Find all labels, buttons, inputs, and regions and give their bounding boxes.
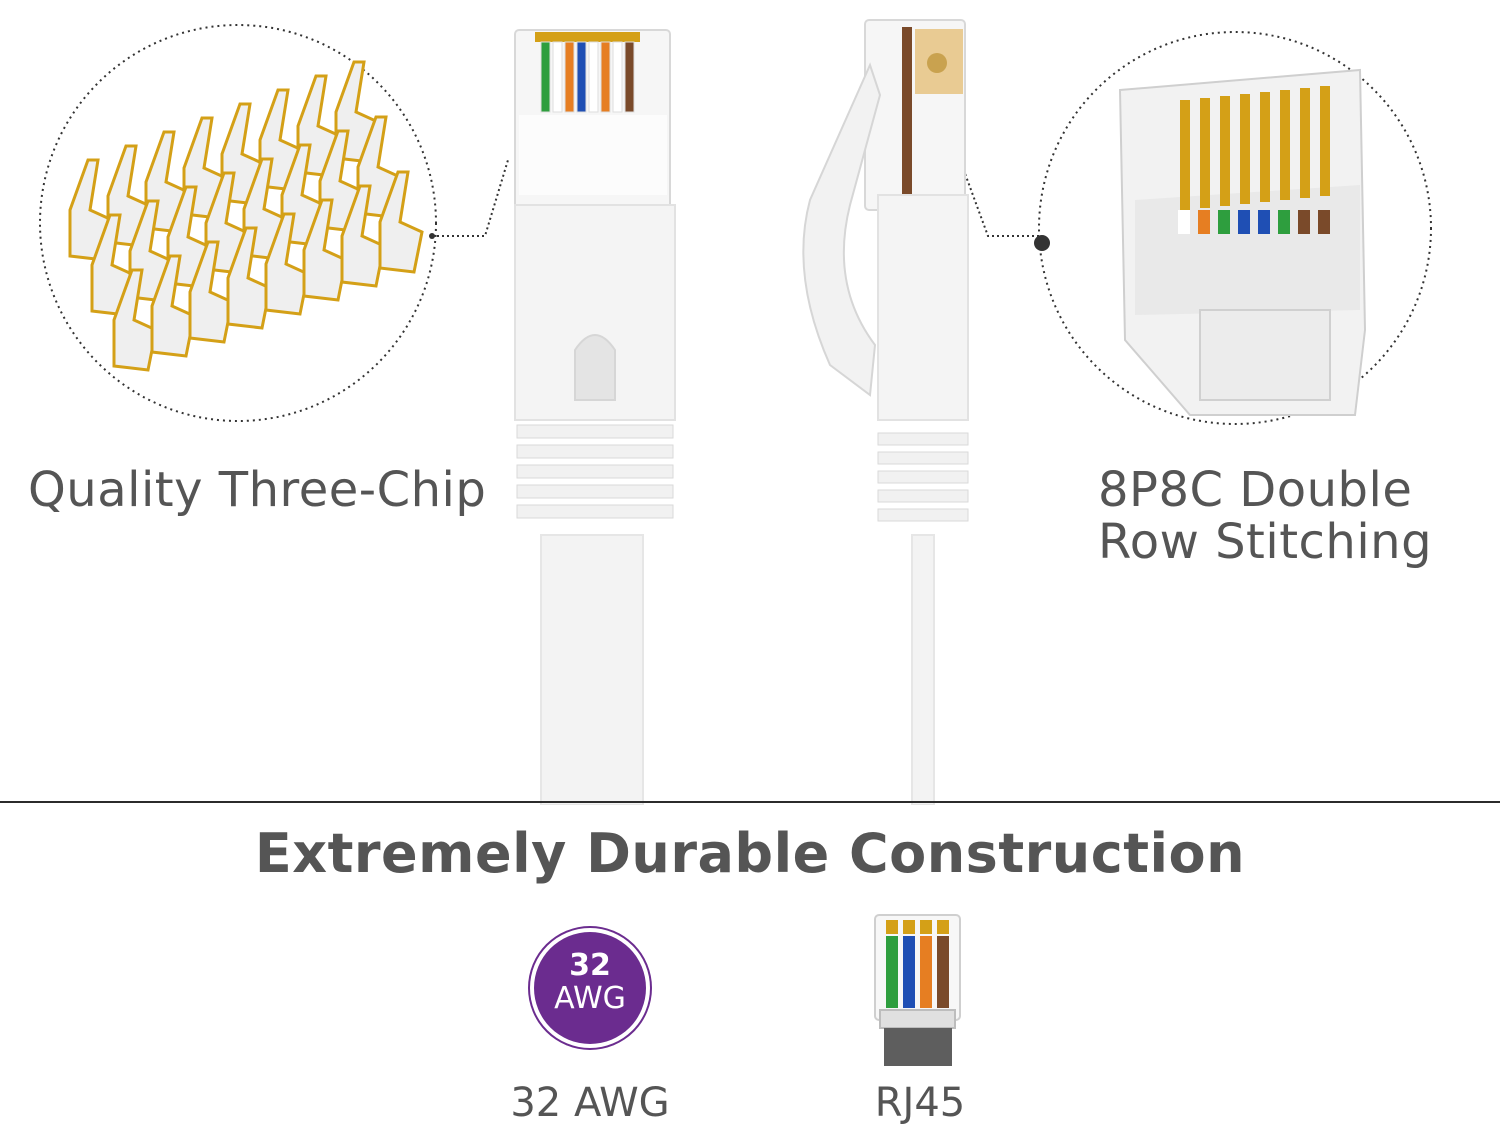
wire-strand	[1218, 210, 1230, 234]
double-row-stitching-label-line2: Row Stitching	[1098, 514, 1433, 570]
wire-strand	[1318, 210, 1330, 234]
cable-side-view-illustration	[802, 19, 969, 805]
pin-contact	[1320, 86, 1330, 196]
boot-rib	[877, 508, 969, 522]
cable-front-view-illustration	[514, 29, 676, 805]
pin-contact	[1200, 98, 1210, 208]
rj45-contact	[920, 920, 932, 934]
front-wire-strand	[612, 41, 623, 113]
quality-three-chip-label: Quality Three-Chip	[28, 462, 487, 518]
boot-rib	[877, 470, 969, 484]
double-row-stitching-label-line1: 8P8C Double	[1098, 462, 1413, 518]
awg-badge-icon: 32 AWG	[530, 928, 650, 1048]
gold-contact-chip	[378, 170, 424, 274]
boot-rib	[516, 504, 674, 519]
wire-strand	[1198, 210, 1210, 234]
front-wire-strand	[624, 41, 635, 113]
pin-contact	[1220, 96, 1230, 206]
awg-badge-unit: AWG	[554, 981, 626, 1016]
front-wire-strand	[576, 41, 587, 113]
rj45-wire	[903, 936, 915, 1008]
rj45-wire	[886, 936, 898, 1008]
rj45-contact	[903, 920, 915, 934]
gold-contact-chip	[302, 198, 348, 302]
gold-contact-chip	[226, 226, 272, 330]
boot-rib	[877, 451, 969, 465]
wire-strand	[1258, 210, 1270, 234]
gold-contact-chip	[150, 254, 196, 358]
awg-badge-number: 32	[569, 948, 611, 983]
awg-caption: 32 AWG	[510, 1080, 670, 1126]
gold-contact-chip	[264, 212, 310, 316]
double-row-stitching-label: 8P8C Double Row Stitching	[1098, 464, 1432, 568]
double-row-stitching-closeup-illustration	[960, 31, 1432, 425]
wire-strand	[1298, 210, 1310, 234]
three-chip-closeup-illustration	[39, 24, 509, 422]
pin-contact	[1280, 90, 1290, 200]
rj45-contact	[937, 920, 949, 934]
front-wire-strand	[552, 41, 563, 113]
section-divider	[0, 801, 1500, 803]
headline: Extremely Durable Construction	[254, 822, 1246, 885]
gold-contact-chip	[340, 184, 386, 288]
pin-contact	[1180, 100, 1190, 210]
front-wire-strand	[600, 41, 611, 113]
front-wire-strand	[588, 41, 599, 113]
pin-contact	[1240, 94, 1250, 204]
rj45-contact	[886, 920, 898, 934]
pin-contact	[1260, 92, 1270, 202]
boot-rib	[516, 424, 674, 439]
front-wire-strand	[540, 41, 551, 113]
boot-rib	[877, 489, 969, 503]
gold-contact-chip	[188, 240, 234, 344]
rj45-wire	[937, 936, 949, 1008]
rj45-plug-icon	[874, 914, 961, 1066]
rj45-caption: RJ45	[874, 1080, 966, 1126]
boot-rib	[877, 432, 969, 446]
wire-strand	[1238, 210, 1250, 234]
front-wire-strand	[564, 41, 575, 113]
boot-rib	[516, 484, 674, 499]
boot-rib	[516, 464, 674, 479]
pin-contact	[1300, 88, 1310, 198]
boot-rib	[516, 444, 674, 459]
rj45-wire	[920, 936, 932, 1008]
wire-strand	[1178, 210, 1190, 234]
wire-strand	[1278, 210, 1290, 234]
gold-contact-chip	[112, 268, 158, 372]
